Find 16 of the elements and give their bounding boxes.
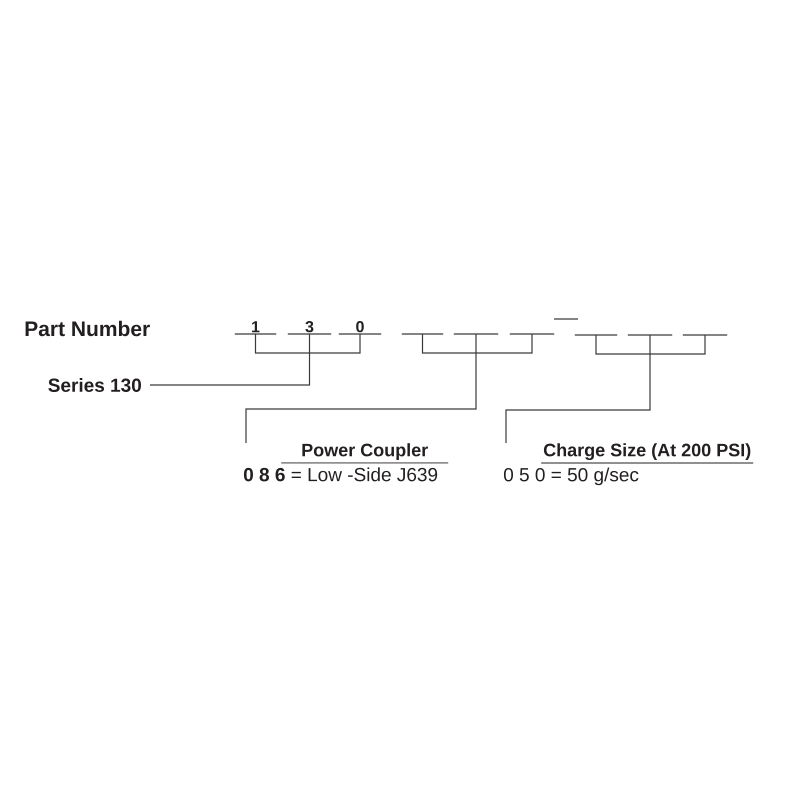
fill-in-line (510, 333, 554, 335)
callout-label: Series 130 (48, 378, 141, 392)
filled-blank: 0 (338, 320, 382, 335)
row-label: Part Number (26, 320, 150, 336)
bracket-line (245, 333, 533, 444)
callout-text: Power Coupler 0 8 6 = Low -Side J639 (244, 443, 449, 482)
fill-in-line (402, 333, 444, 335)
bracket-line (149, 333, 361, 386)
callout-text: Charge Size (At 200 PSI) 0 5 0 = 50 g/sec (504, 443, 754, 486)
bracket-line (505, 334, 706, 444)
fill-in-line (682, 334, 728, 336)
filled-blank: 3 (288, 320, 332, 335)
filled-blank: 1 (234, 321, 276, 335)
fill-in-line (454, 333, 498, 335)
fill-in-line (628, 334, 672, 336)
fill-in-line (574, 334, 618, 336)
